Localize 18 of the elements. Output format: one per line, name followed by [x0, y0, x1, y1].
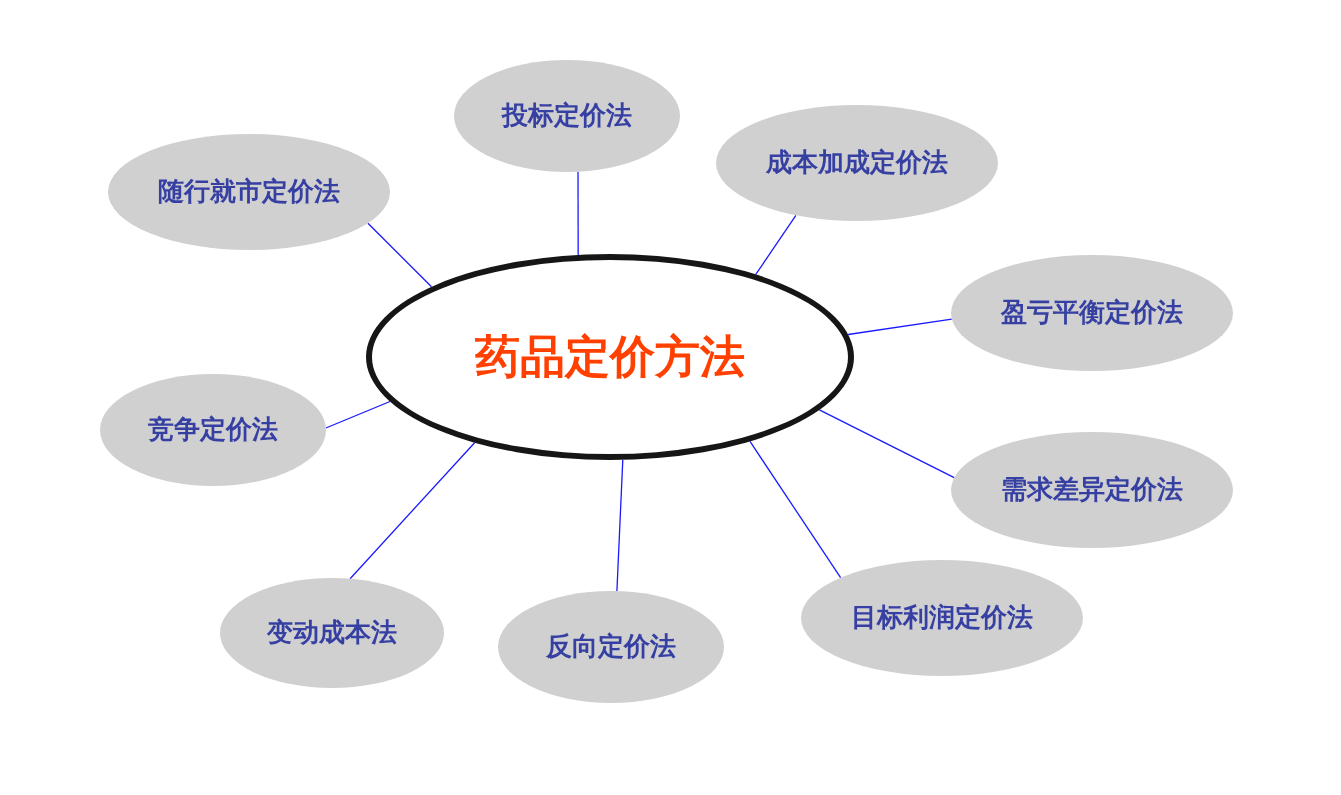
connector-line — [749, 440, 842, 579]
node-label: 投标定价法 — [502, 100, 632, 132]
node-label: 变动成本法 — [267, 617, 397, 649]
node-label: 反向定价法 — [546, 631, 676, 663]
connector-line — [577, 171, 579, 256]
node-label: 盈亏平衡定价法 — [1001, 297, 1183, 329]
connector-line — [325, 400, 391, 429]
node-label: 需求差异定价法 — [1001, 474, 1183, 506]
node-label: 随行就市定价法 — [158, 176, 340, 208]
node-label: 成本加成定价法 — [766, 147, 948, 179]
node-label: 目标利润定价法 — [851, 602, 1033, 634]
central-topic-label: 药品定价方法 — [475, 330, 745, 384]
connector-line — [616, 459, 624, 592]
connector-line — [755, 214, 797, 276]
node-label: 竞争定价法 — [148, 414, 278, 446]
connector-line — [349, 442, 476, 580]
connector-line — [818, 409, 955, 479]
connector-line — [367, 222, 433, 288]
